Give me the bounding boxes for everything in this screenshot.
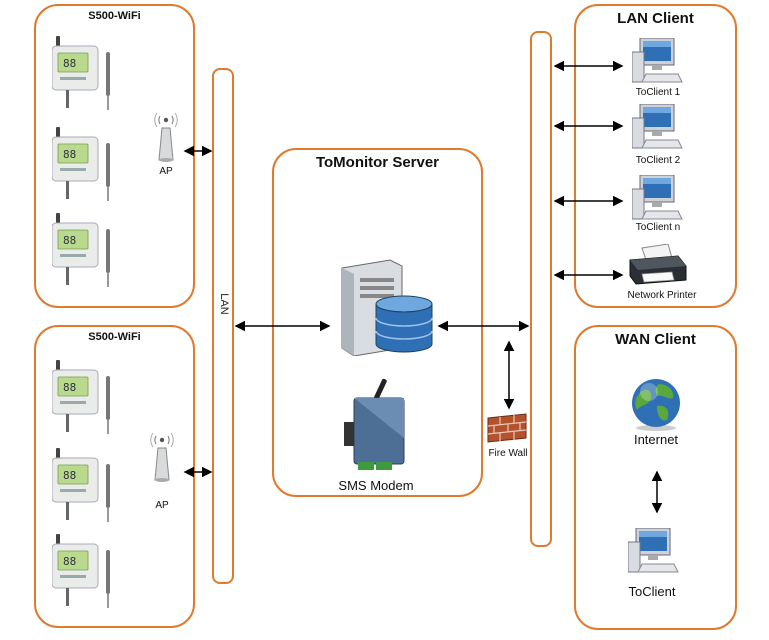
internet-label: Internet [633,432,679,447]
sensor-logger-icon [52,36,111,111]
access-point-icon [150,432,174,483]
client-1-label: ToClient 1 [635,87,681,98]
firewall-label: Fire Wall [488,448,528,459]
globe-icon [632,379,680,431]
printer-icon [629,244,687,285]
computer-icon [632,38,683,83]
ap-top-label: AP [159,166,173,177]
client-n-label: ToClient n [635,222,681,233]
s500-wifi-bottom-title: S500-WiFi [88,331,141,343]
sensor-logger-icon [52,213,111,288]
client-2-label: ToClient 2 [635,155,681,166]
network-printer-label: Network Printer [627,290,697,301]
sms-modem-label: SMS Modem [338,478,414,493]
sensor-logger-icon [52,448,111,523]
computer-icon [632,104,683,149]
firewall-icon [487,413,527,443]
access-point-icon [154,112,178,163]
sensor-logger-icon [52,127,111,202]
server-database-icon [341,259,433,356]
server-title: ToMonitor Server [315,154,440,171]
sms-modem-icon [344,378,405,470]
lan-bus-left [212,68,234,584]
sensor-logger-icon [52,534,111,609]
sensor-logger-icon [52,360,111,435]
ap-bottom-label: AP [155,500,169,511]
computer-icon [628,528,679,573]
lan-bus-label: LAN [218,293,230,315]
computer-icon [632,175,683,220]
wan-client-title: WAN Client [615,331,696,348]
lan-bus-right [530,31,552,547]
wan-toclient-label: ToClient [628,584,676,599]
lan-client-title: LAN Client [617,10,694,27]
s500-wifi-top-title: S500-WiFi [88,10,141,22]
